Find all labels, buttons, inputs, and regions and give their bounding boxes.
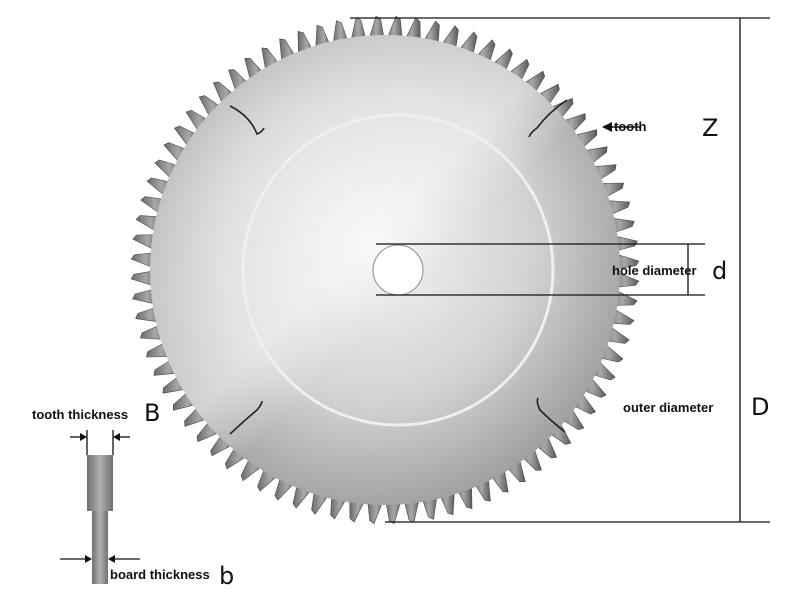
arrowhead bbox=[108, 555, 115, 563]
expansion-slot bbox=[528, 99, 568, 138]
saw-blade bbox=[130, 15, 640, 525]
outer-diameter-dimension bbox=[350, 17, 770, 523]
board-section bbox=[92, 511, 108, 584]
arrowhead bbox=[85, 555, 92, 563]
tooth-thickness-symbol: B bbox=[144, 399, 160, 427]
board-thickness-label: board thickness bbox=[110, 567, 210, 582]
tooth-pointer bbox=[602, 122, 640, 132]
thickness-illustration bbox=[60, 430, 140, 584]
tooth-label: tooth bbox=[614, 119, 647, 134]
blade-inner-ring bbox=[241, 113, 555, 427]
tooth-section bbox=[87, 455, 113, 511]
tooth-count-symbol: Z bbox=[702, 114, 718, 142]
arrowhead bbox=[80, 433, 87, 441]
tooth-thickness-label: tooth thickness bbox=[32, 407, 128, 422]
arrowhead bbox=[113, 433, 120, 441]
hole-diameter-label: hole diameter bbox=[612, 263, 697, 278]
expansion-slot bbox=[536, 397, 566, 433]
outer-diameter-symbol: D bbox=[751, 393, 769, 421]
outer-diameter-label: outer diameter bbox=[623, 400, 713, 415]
hole-diameter-dimension bbox=[376, 243, 705, 296]
pointer-arrowhead bbox=[602, 122, 612, 132]
arbor-hole bbox=[372, 244, 424, 296]
hole-diameter-symbol: d bbox=[712, 257, 727, 285]
board-thickness-symbol: b bbox=[219, 562, 234, 590]
expansion-slot bbox=[229, 105, 265, 136]
expansion-slot bbox=[229, 400, 263, 435]
